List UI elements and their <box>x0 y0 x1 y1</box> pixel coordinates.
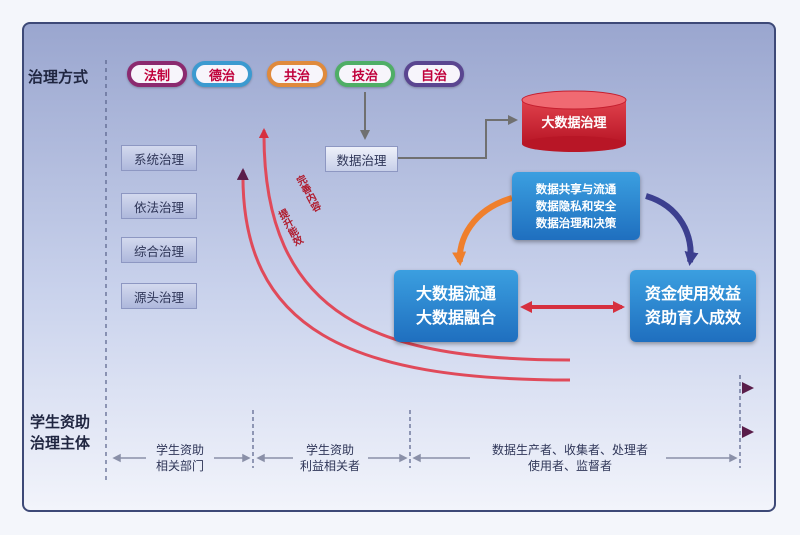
method-pill-jizhi: 技治 <box>335 61 395 87</box>
method-pill-zizhi: 自治 <box>404 61 464 87</box>
outer-curve-arrow <box>258 128 571 362</box>
bottom-group-departments: 学生资助 相关部门 <box>140 442 220 474</box>
bottom-group-stakeholders-line1: 学生资助 <box>305 443 354 457</box>
funding-effect-line1: 资金使用效益 <box>644 284 741 303</box>
data-sharing-line1: 数据共享与流通 <box>535 181 617 196</box>
bottom-group-departments-line2: 相关部门 <box>155 459 204 473</box>
governance-item-comprehensive: 综合治理 <box>121 237 197 263</box>
data-governance-box: 数据治理 <box>325 146 398 172</box>
big-data-cylinder <box>521 90 627 152</box>
method-pill-fazhi: 法制 <box>127 61 187 87</box>
data-to-bigdata-arrow <box>398 115 518 159</box>
big-data-flow-box: 大数据流通 大数据融合 <box>394 270 518 342</box>
bottom-group-stakeholders: 学生资助 利益相关者 <box>288 442 372 474</box>
funding-effect-line2: 资助育人成效 <box>644 308 741 327</box>
bottom-group-data-roles: 数据生产者、收集者、处理者 使用者、监督者 <box>470 442 670 474</box>
big-data-flow-line1: 大数据流通 <box>415 284 496 303</box>
method-pill-gongzhi: 共治 <box>267 61 327 87</box>
bottom-group-data-roles-line2: 使用者、监督者 <box>527 459 612 473</box>
inner-curve-arrow <box>236 168 571 382</box>
subject-label-line2: 治理主体 <box>30 434 91 452</box>
big-data-flow-line2: 大数据融合 <box>415 308 496 327</box>
cycle-arrow-orange <box>452 195 513 266</box>
cycle-arrow-navy <box>645 193 699 266</box>
bottom-group-stakeholders-line2: 利益相关者 <box>299 459 360 473</box>
subject-label-line1: 学生资助 <box>30 413 91 431</box>
data-sharing-box: 数据共享与流通 数据隐私和安全 数据治理和决策 <box>512 172 640 240</box>
methods-label: 治理方式 <box>28 68 89 86</box>
data-sharing-line3: 数据治理和决策 <box>535 215 617 230</box>
governance-item-source: 源头治理 <box>121 283 197 309</box>
bottom-group-departments-line1: 学生资助 <box>155 443 204 457</box>
method-pill-dezhi: 德治 <box>192 61 252 87</box>
subject-label: 学生资助 治理主体 <box>30 412 90 454</box>
data-sharing-line2: 数据隐私和安全 <box>535 198 617 213</box>
funding-effect-box: 资金使用效益 资助育人成效 <box>630 270 756 342</box>
bottom-group-data-roles-line1: 数据生产者、收集者、处理者 <box>491 443 648 457</box>
governance-item-system: 系统治理 <box>121 145 197 171</box>
governance-item-law: 依法治理 <box>121 193 197 219</box>
bottom-range-arrows <box>112 453 738 463</box>
big-data-governance-label: 大数据治理 <box>541 116 607 131</box>
